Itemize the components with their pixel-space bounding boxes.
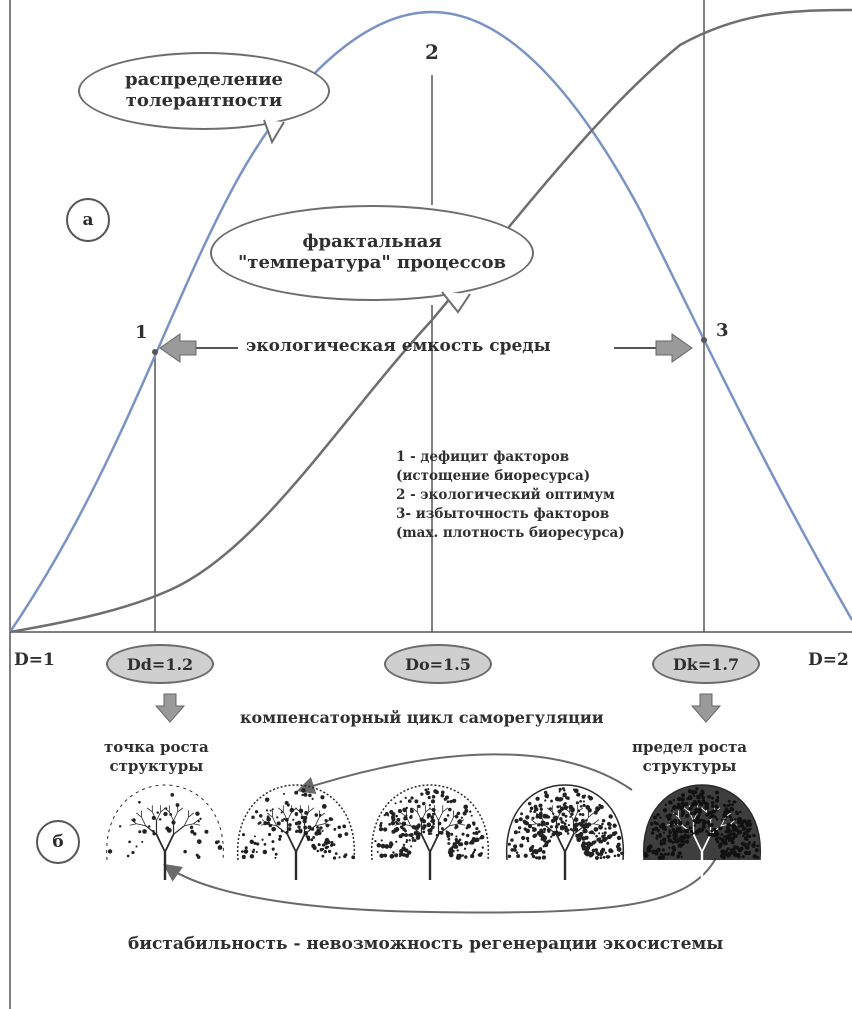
legend-line-3: 2 - экологический оптимум [396, 487, 615, 503]
d-pill-3-text: Dk=1.7 [672, 654, 740, 674]
legend-line-2: (истощение биоресурса) [396, 468, 591, 484]
temperature-line-2: "температура" процессов [237, 252, 506, 273]
growth-limit-line-2: структуры [642, 757, 737, 775]
tolerance-bubble-tail [263, 119, 285, 145]
tolerance-curve [8, 10, 852, 633]
capacity-arrow-right [655, 333, 693, 363]
point-2-label: 2 [425, 40, 439, 64]
d-pill-3: Dk=1.7 [652, 644, 760, 684]
growth-limit-label: предел роста структуры [632, 738, 747, 776]
cycle-label: компенсаторный цикл саморегуляции [240, 708, 604, 727]
tolerance-bubble: распределение толерантности [78, 52, 330, 130]
d-pill-1: Dd=1.2 [106, 644, 214, 684]
bistability-label: бистабильность - невозможность регенерац… [128, 934, 724, 954]
panel-b-marker-text: б [52, 832, 64, 852]
axis-left-label: D=1 [14, 650, 55, 670]
tolerance-line-2: толерантности [125, 90, 283, 111]
fractal-tree-1 [106, 784, 224, 880]
fractal-tree-5 [643, 784, 761, 880]
d-pill-1-text: Dd=1.2 [126, 654, 194, 674]
temperature-line-1: фрактальная [302, 231, 442, 253]
axis-right-label: D=2 [808, 650, 849, 670]
growth-point-line-1: точка роста [104, 738, 209, 756]
growth-point-label: точка роста структуры [104, 738, 209, 776]
growth-limit-line-1: предел роста [632, 738, 747, 756]
panel-a-marker-text: а [82, 210, 94, 230]
panel-b-marker: б [36, 820, 80, 864]
cycle-arrow-bottom [163, 857, 717, 914]
point-3-label: 3 [716, 320, 729, 341]
d-pill-2: Do=1.5 [384, 644, 492, 684]
capacity-label: экологическая емкость среды [246, 336, 551, 356]
fractal-trees [106, 784, 761, 880]
d-pill-2-text: Do=1.5 [405, 654, 471, 674]
point-1-label: 1 [135, 322, 148, 343]
legend: 1 - дефицит факторов (истощение биоресур… [396, 448, 625, 543]
panel-a-marker: а [66, 198, 110, 242]
legend-line-5: (max. плотность биоресурса) [396, 525, 625, 541]
cycle-arrow-top [296, 753, 633, 795]
fractal-tree-3 [371, 784, 489, 880]
point-1-dot [152, 349, 158, 355]
point-3-dot [701, 337, 707, 343]
legend-line-1: 1 - дефицит факторов [396, 449, 570, 465]
down-arrow-right [690, 693, 722, 723]
fractal-tree-2 [237, 784, 356, 880]
temperature-bubble-tail [441, 291, 471, 314]
fractal-tree-4 [506, 784, 624, 880]
temperature-bubble: фрактальная "температура" процессов [210, 205, 534, 301]
growth-point-line-2: структуры [109, 757, 204, 775]
legend-line-4: 3- избыточность факторов [396, 506, 610, 522]
sigmoid-curve [9, 8, 852, 634]
down-arrow-left [154, 693, 186, 723]
tolerance-line-1: распределение [125, 69, 283, 91]
capacity-arrow-left [159, 333, 197, 363]
